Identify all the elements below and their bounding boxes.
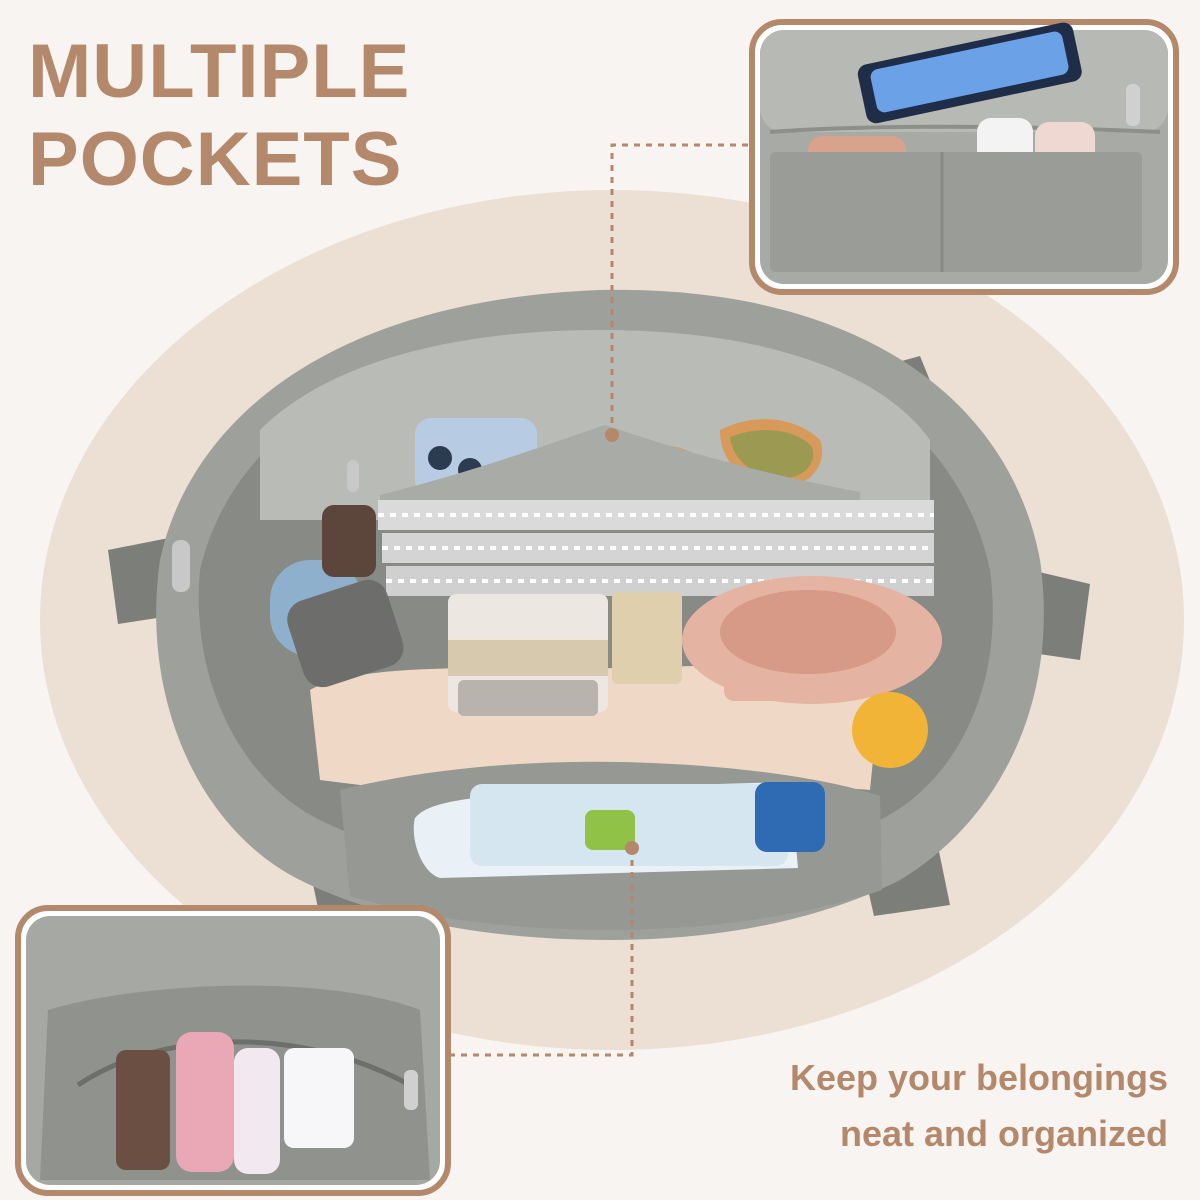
tagline-line-1: Keep your belongings [789,1057,1168,1098]
zipper-icon [172,460,359,592]
inset-bottom-left [15,905,451,1196]
small-bottle-item [322,505,376,577]
callout-dot-top [605,428,619,442]
fan-item [682,576,942,704]
inset-top-right [749,19,1179,295]
bottle-item [270,560,404,688]
headline-line-1: MULTIPLE [28,29,411,114]
callout-lines [448,143,752,1057]
tagline: Keep your belongings neat and organized [648,1050,1168,1162]
snack-pack-item [612,592,682,684]
yellow-container-item [852,692,928,768]
tagline-line-2: neat and organized [839,1113,1168,1154]
lotion-bottle-item [413,782,825,878]
callout-dot-bottom [625,841,639,855]
cleansing-jar-item [448,594,608,716]
inner-pocket [380,425,860,520]
headline-line-2: POCKETS [28,117,403,202]
headline: MULTIPLE POCKETS [28,28,448,204]
